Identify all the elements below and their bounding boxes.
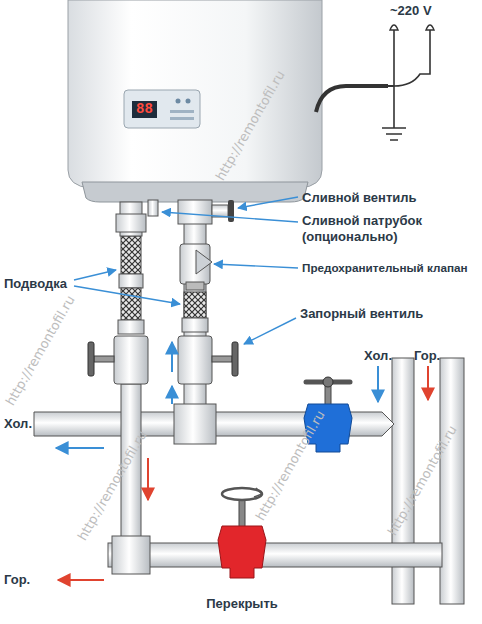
hot-valve: [254, 488, 262, 497]
part-label: Сливной патрубок (опционально): [302, 213, 442, 244]
flexible-hose: [119, 274, 143, 288]
leader-line: [214, 264, 298, 268]
flexible-hose: [121, 288, 141, 320]
flexible-hose: [118, 236, 208, 334]
mains-terminal: [390, 25, 398, 30]
flow-label: Хол.: [364, 348, 392, 364]
display-digits: 88: [132, 101, 157, 118]
riser-pipes: [440, 358, 464, 604]
flow-arrow: [427, 366, 429, 400]
flexible-hose: [182, 318, 208, 332]
flexible-hose: [121, 236, 141, 274]
flow-label: Хол.: [4, 416, 32, 432]
leader-line: [74, 270, 116, 280]
shutoff-valve-right: [212, 356, 232, 362]
cold-valve: [323, 377, 333, 387]
heater-body: [68, 0, 322, 202]
part-label: Сливной вентиль: [302, 190, 417, 206]
control-panel: [124, 90, 200, 128]
part-label: Запорный вентиль: [300, 306, 423, 322]
drain-valve: [228, 200, 234, 222]
power-cable: [394, 28, 430, 86]
safety-valve: [180, 244, 212, 290]
flow-label: Гор.: [4, 572, 30, 588]
flexible-hose: [118, 320, 144, 334]
mains-voltage: ~220 V: [390, 3, 432, 19]
heater-body: [82, 182, 308, 202]
watermark: http://remontofil.ru: [384, 422, 459, 537]
mains-terminal: [390, 25, 434, 30]
leader-line: [162, 212, 298, 222]
flow-arrow: [171, 342, 173, 372]
control-panel: [124, 90, 200, 128]
safety-valve: [186, 282, 204, 290]
watermark: http://remontofil.ru: [2, 292, 77, 407]
shutoff-valve-left: [94, 356, 114, 362]
shutoff-valve-left: [88, 342, 94, 376]
shutoff-valve-right: [178, 336, 212, 384]
control-panel: [176, 99, 181, 104]
leader-line: [238, 197, 298, 208]
action-label: Перекрыть: [206, 596, 278, 612]
watermark: http://remontofil.ru: [252, 407, 327, 522]
inlet-column: [174, 200, 216, 444]
shutoff-valve-right: [232, 342, 238, 376]
flexible-hose: [184, 292, 206, 318]
power-cable: [393, 86, 395, 128]
inlet-column: [178, 200, 212, 224]
safety-valve: [196, 250, 212, 274]
outlet-column: [112, 202, 150, 574]
shutoff-valve-right: [178, 336, 238, 384]
flow-label: Гор.: [414, 348, 440, 364]
control-panel: [186, 99, 191, 104]
power-cable: [382, 128, 406, 140]
leader-line: [74, 197, 298, 344]
watermark: http://remontofil.ru: [74, 427, 149, 542]
outlet-column: [112, 536, 150, 574]
power-cable: [316, 28, 430, 140]
display-panel: 88: [132, 99, 157, 118]
control-panel: [170, 117, 194, 120]
drain-spigot: [148, 200, 158, 216]
flow-arrow: [58, 579, 104, 581]
drain-spigot: [148, 200, 158, 216]
inlet-column: [174, 404, 216, 444]
power-cable: [316, 86, 388, 112]
flow-arrow: [171, 386, 173, 404]
outlet-column: [116, 214, 146, 232]
drain-valve: [212, 200, 234, 222]
watermark: http://remontofil.ru: [212, 67, 287, 182]
hot-valve: [218, 488, 266, 578]
shutoff-valve-left: [114, 336, 148, 384]
hot-valve: [218, 526, 266, 578]
leader-line: [244, 318, 296, 344]
flow-arrow: [56, 342, 428, 580]
hot-pipe: [108, 543, 442, 567]
leader-line: [74, 286, 180, 304]
hot-pipe: [108, 543, 442, 567]
part-label: Подводка: [4, 276, 67, 292]
part-label: Предохранительный клапан: [302, 261, 468, 275]
mains-terminal: [426, 25, 434, 30]
shutoff-valve-left: [88, 336, 148, 384]
flow-arrow: [377, 366, 379, 402]
power-cable: [393, 28, 395, 86]
flow-arrow: [147, 458, 149, 500]
control-panel: [170, 110, 194, 113]
heater-body: [68, 0, 322, 188]
flow-arrow: [56, 447, 104, 449]
hot-valve: [222, 488, 262, 500]
power-cable: [388, 85, 394, 87]
